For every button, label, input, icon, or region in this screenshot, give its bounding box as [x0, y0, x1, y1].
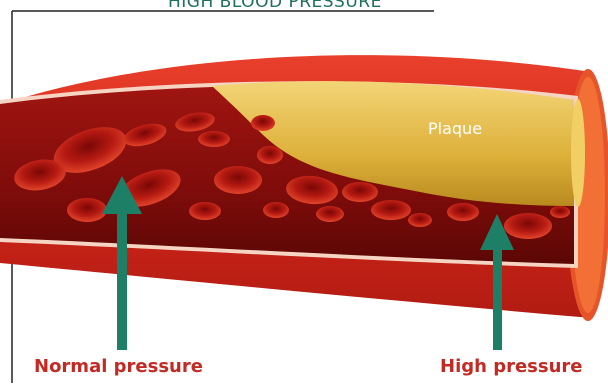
normal-pressure-label: Normal pressure: [34, 356, 203, 377]
page-title: HIGH BLOOD PRESSURE: [168, 0, 382, 12]
plaque-label: Plaque: [428, 119, 482, 138]
high-pressure-label: High pressure: [440, 356, 583, 377]
